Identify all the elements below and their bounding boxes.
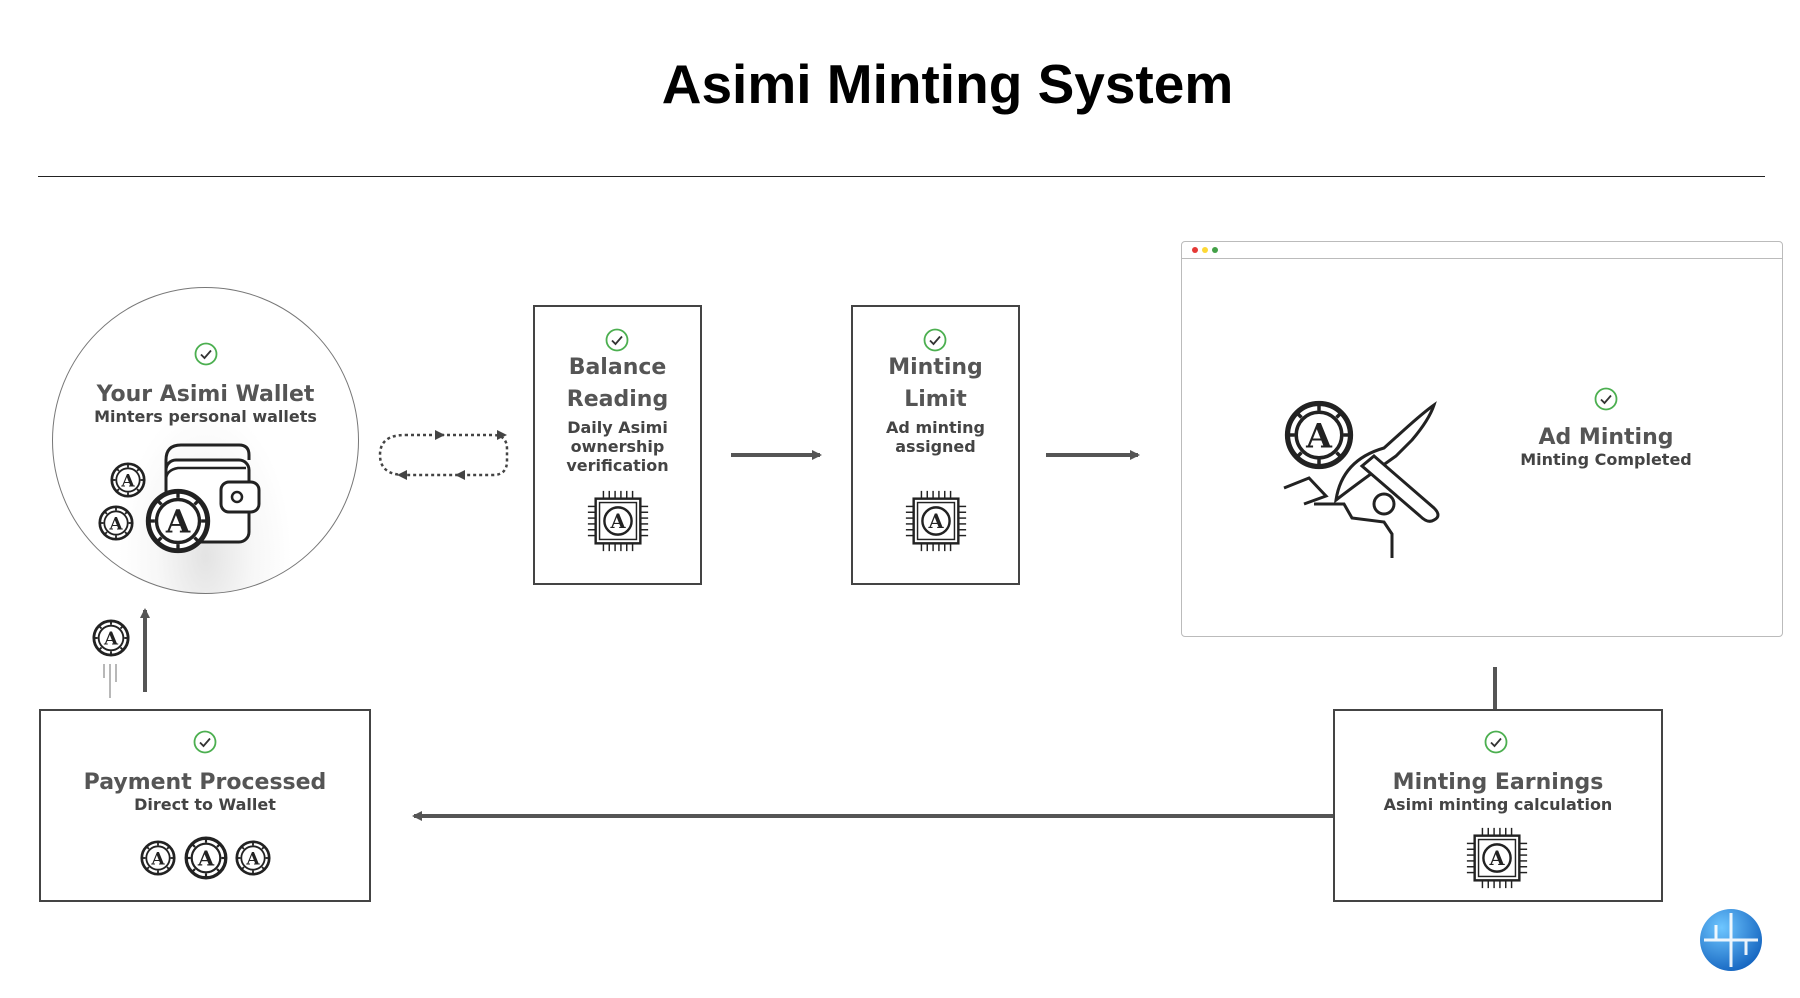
balance-sub-line2: ownership: [570, 437, 665, 456]
ad-checkmark-icon: [1594, 387, 1618, 411]
payment-subtitle: Direct to Wallet: [134, 795, 276, 814]
page-title: Asimi Minting System: [661, 53, 1234, 115]
coin-icon: [235, 840, 271, 876]
minimize-dot-icon[interactable]: [1202, 247, 1208, 253]
divider: [38, 176, 1765, 177]
balance-title-line2: Reading: [566, 387, 669, 412]
ad-subtitle: Minting Completed: [1520, 450, 1692, 469]
maximize-dot-icon[interactable]: [1212, 247, 1218, 253]
wallet-title: Your Asimi Wallet: [96, 382, 315, 407]
ad-minting-node: [1181, 241, 1783, 637]
coin-icon: [184, 836, 228, 880]
limit-sub-line1: Ad minting: [886, 418, 985, 437]
brand-logo-icon[interactable]: [1698, 907, 1764, 973]
coin-icon: [92, 619, 130, 657]
chip-icon: [1463, 824, 1531, 892]
payment-checkmark-icon: [193, 730, 217, 754]
browser-titlebar: [1182, 242, 1782, 259]
earnings-subtitle: Asimi minting calculation: [1383, 795, 1613, 814]
balance-title-line1: Balance: [568, 355, 667, 380]
payment-title: Payment Processed: [83, 770, 327, 795]
coin-icon: [140, 840, 176, 876]
sync-loop-arrows: [378, 430, 509, 480]
limit-sub-line2: assigned: [895, 437, 976, 456]
limit-title-line1: Minting: [888, 355, 983, 380]
close-dot-icon[interactable]: [1192, 247, 1198, 253]
wallet-subtitle: Minters personal wallets: [94, 407, 317, 426]
earnings-checkmark-icon: [1484, 730, 1508, 754]
pickaxe-icon: [1283, 401, 1440, 558]
earnings-title: Minting Earnings: [1392, 770, 1604, 795]
limit-title-line2: Limit: [904, 387, 967, 412]
balance-sub-line3: verification: [566, 456, 669, 475]
balance-sub-line1: Daily Asimi: [567, 418, 668, 437]
motion-lines: [103, 664, 117, 698]
ad-title: Ad Minting: [1538, 425, 1674, 450]
